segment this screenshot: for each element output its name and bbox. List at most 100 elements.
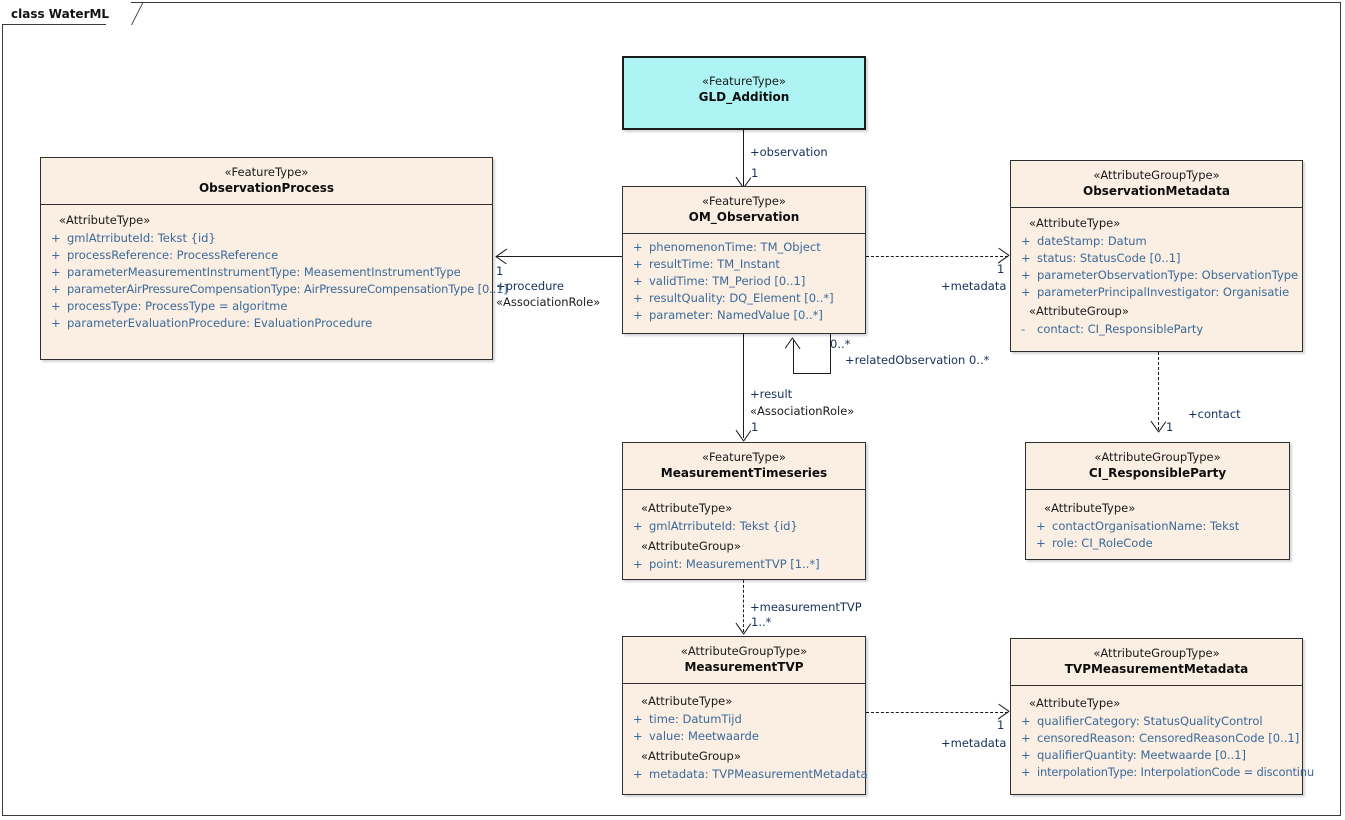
class-tvp-measurement-metadata-attributes: «AttributeType» + qualifierCategory: Stat… [1011, 686, 1314, 787]
attribute-row: +validTime: TM_Period [0..1] [627, 272, 861, 289]
connector-metadata-top-line [866, 256, 1008, 257]
class-measurement-timeseries-stereotype: «FeatureType» [702, 450, 786, 464]
connector-metadata-bottom-multiplicity: 1 [997, 718, 1005, 732]
class-observation-metadata-attributes: «AttributeType» +dateStamp: Datum +statu… [1011, 208, 1302, 344]
attribute-signature: gmlAtrributeId: Tekst {id} [649, 518, 798, 533]
attribute-visibility: + [51, 230, 61, 245]
class-measurement-tvp[interactable]: «AttributeGroupType» MeasurementTVP «Att… [622, 636, 868, 795]
attribute-row: + parameter: NamedValue [0..*] [627, 306, 861, 323]
connector-measurement-tvp-line [743, 580, 744, 632]
attribute-row: +interpolationType: InterpolationCode = … [1015, 763, 1314, 780]
class-gld-addition-header: «FeatureType» GLD_Addition [624, 58, 864, 113]
attribute-signature: point: MeasurementTVP [1..*] [649, 556, 820, 571]
attribute-visibility: + [1021, 233, 1031, 248]
class-observation-process-header: «FeatureType» ObservationProcess [41, 158, 492, 206]
attribute-signature: contact: CI_ResponsibleParty [1037, 321, 1204, 336]
attribute-visibility: + [633, 556, 643, 571]
attribute-signature: qualifierQuantity: Meetwaarde [0..1] [1037, 747, 1247, 762]
class-observation-metadata[interactable]: «AttributeGroupType» ObservationMetadata… [1010, 160, 1303, 352]
attribute-signature: contactOrganisationName: Tekst [1052, 518, 1240, 533]
connector-procedure-stereotype: «AssociationRole» [496, 295, 601, 309]
attribute-visibility: + [1021, 250, 1031, 265]
class-om-observation[interactable]: «FeatureType» OM_Observation +phenomenon… [622, 186, 866, 334]
attribute-row: + status: StatusCode [0..1] [1015, 249, 1298, 266]
attribute-signature: gmlAtrributeId: Tekst {id} [67, 230, 216, 245]
attribute-row: +contactOrganisationName: Tekst [1030, 517, 1285, 534]
class-tvp-measurement-metadata[interactable]: «AttributeGroupType» TVPMeasurementMetad… [1010, 638, 1314, 795]
connector-measurement-tvp-role: +measurementTVP [750, 600, 862, 614]
attribute-row: + point: MeasurementTVP [1..*] [627, 555, 861, 572]
attribute-signature: metadata: TVPMeasurementMetadata [649, 766, 868, 781]
connector-contact-multiplicity: 1 [1166, 420, 1174, 434]
class-measurement-tvp-name: MeasurementTVP [684, 659, 804, 674]
diagram-title: class WaterML [2, 2, 132, 25]
class-om-observation-name: OM_Observation [688, 209, 800, 224]
attribute-row: +metadata: TVPMeasurementMetadata [627, 765, 868, 782]
connector-result-role: +result [750, 387, 793, 401]
attribute-signature: censoredReason: CensoredReasonCode [0..1… [1037, 730, 1300, 745]
connector-observation-multiplicity: 1 [751, 166, 759, 180]
attribute-visibility: + [633, 239, 643, 254]
attribute-visibility: + [1021, 764, 1031, 779]
attribute-group-label: «AttributeType» [641, 694, 733, 709]
attribute-row: +role: CI_RoleCode [1030, 534, 1285, 551]
attribute-visibility: + [1021, 713, 1031, 728]
class-observation-process[interactable]: «FeatureType» ObservationProcess «Attrib… [40, 157, 508, 360]
attribute-row: + qualifierQuantity: Meetwaarde [0..1] [1015, 746, 1298, 763]
class-observation-metadata-header: «AttributeGroupType» ObservationMetadata [1011, 161, 1302, 209]
attribute-row: + parameterObservationType: ObservationTy… [1015, 266, 1298, 283]
class-observation-process-attributes: «AttributeType» + gmlAtrributeId: Tekst {… [41, 205, 508, 338]
class-measurement-timeseries-attributes: «AttributeType» +gmlAtrributeId: Tekst {… [623, 490, 865, 579]
attribute-group-label: «AttributeGroup» [641, 539, 741, 554]
attribute-signature: parameter: NamedValue [0..*] [649, 307, 823, 322]
connector-result-line [743, 330, 744, 438]
connector-observation-role: +observation [750, 145, 828, 159]
class-measurement-tvp-attributes: «AttributeType» +time: DatumTijd +value:… [623, 684, 868, 789]
connector-procedure-multiplicity: 1 [496, 264, 504, 278]
class-ci-responsible-party-name: CI_ResponsibleParty [1088, 465, 1227, 480]
class-om-observation-stereotype: «FeatureType» [702, 194, 786, 208]
attribute-signature: dateStamp: Datum [1037, 233, 1147, 248]
connector-measurement-tvp-multiplicity: 1..* [751, 615, 772, 629]
class-om-observation-attributes: +phenomenonTime: TM_Object +resultTime: … [623, 234, 865, 330]
class-measurement-timeseries-header: «FeatureType» MeasurementTimeseries [623, 443, 865, 491]
attribute-row: +gmlAtrributeId: Tekst {id} [627, 517, 861, 534]
attribute-signature: qualifierCategory: StatusQualityControl [1037, 713, 1263, 728]
attribute-visibility: + [633, 307, 643, 322]
diagram-title-underline [2, 24, 106, 25]
attribute-signature: status: StatusCode [0..1] [1037, 250, 1181, 265]
attribute-group-label: «AttributeType» [59, 213, 151, 228]
attribute-signature: time: DatumTijd [649, 711, 742, 726]
attribute-row: + dateStamp: Datum [1015, 232, 1298, 249]
attribute-visibility: + [51, 315, 61, 330]
attribute-signature: resultQuality: DQ_Element [0..*] [649, 290, 834, 305]
connector-procedure-line [496, 256, 624, 257]
attribute-group-label: «AttributeGroup» [641, 749, 741, 764]
attribute-row: +parameterMeasurementInstrumentType: Mea… [45, 263, 488, 280]
attribute-signature: role: CI_RoleCode [1052, 535, 1153, 550]
attribute-signature: parameterAirPressureCompensationType: Ai… [67, 281, 508, 296]
class-gld-addition[interactable]: «FeatureType» GLD_Addition [622, 56, 866, 130]
class-observation-process-name: ObservationProcess [198, 180, 335, 195]
class-measurement-tvp-header: «AttributeGroupType» MeasurementTVP [623, 637, 865, 685]
attribute-row: + gmlAtrributeId: Tekst {id} [45, 229, 488, 246]
attribute-row: -contact: CI_ResponsibleParty [1015, 320, 1298, 337]
class-measurement-timeseries[interactable]: «FeatureType» MeasurementTimeseries «Att… [622, 442, 866, 580]
attribute-visibility: + [1021, 747, 1031, 762]
attribute-signature: value: Meetwaarde [649, 728, 759, 743]
attribute-row: +value: Meetwaarde [627, 727, 861, 744]
class-ci-responsible-party[interactable]: «AttributeGroupType» CI_ResponsibleParty… [1025, 442, 1290, 560]
connector-related-observation-bottom [793, 373, 831, 374]
attribute-visibility: + [1021, 267, 1031, 282]
attribute-group-label: «AttributeType» [1029, 696, 1121, 711]
connector-related-observation-role: +relatedObservation 0..* [845, 353, 990, 367]
class-ci-responsible-party-attributes: «AttributeType» +contactOrganisationName… [1026, 490, 1289, 558]
attribute-signature: parameterEvaluationProcedure: Evaluation… [67, 315, 373, 330]
connector-metadata-top-multiplicity: 1 [997, 262, 1005, 276]
connector-observation-line [743, 130, 744, 186]
attribute-row: +time: DatumTijd [627, 710, 861, 727]
attribute-visibility: + [1021, 284, 1031, 299]
attribute-signature: parameterMeasurementInstrumentType: Meas… [67, 264, 461, 279]
attribute-signature: parameterObservationType: ObservationTyp… [1037, 267, 1299, 282]
